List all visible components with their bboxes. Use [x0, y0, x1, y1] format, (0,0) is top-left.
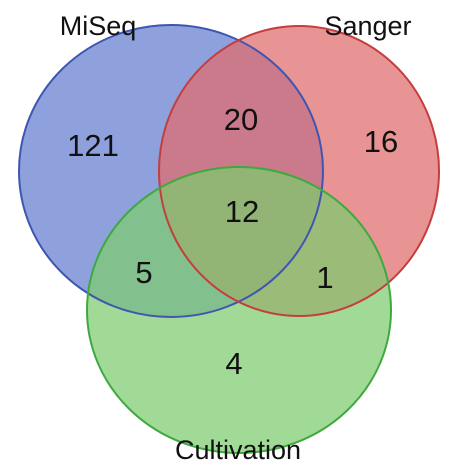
cultivation-outline [86, 166, 392, 454]
count-miseq-sanger: 20 [224, 102, 258, 137]
count-cultivation-only: 4 [225, 346, 242, 381]
count-sanger-cultivation: 1 [316, 260, 333, 295]
count-miseq-cultivation: 5 [135, 255, 152, 290]
count-all-three: 12 [225, 194, 259, 229]
count-miseq-only: 121 [67, 128, 119, 163]
set-label-cultivation: Cultivation [175, 435, 301, 464]
count-sanger-only: 16 [364, 124, 398, 159]
set-label-miseq: MiSeq [60, 11, 137, 41]
cultivation-circle [87, 167, 391, 453]
set-label-sanger: Sanger [324, 11, 411, 41]
miseq-outline [18, 24, 324, 318]
sanger-outline [158, 25, 440, 317]
